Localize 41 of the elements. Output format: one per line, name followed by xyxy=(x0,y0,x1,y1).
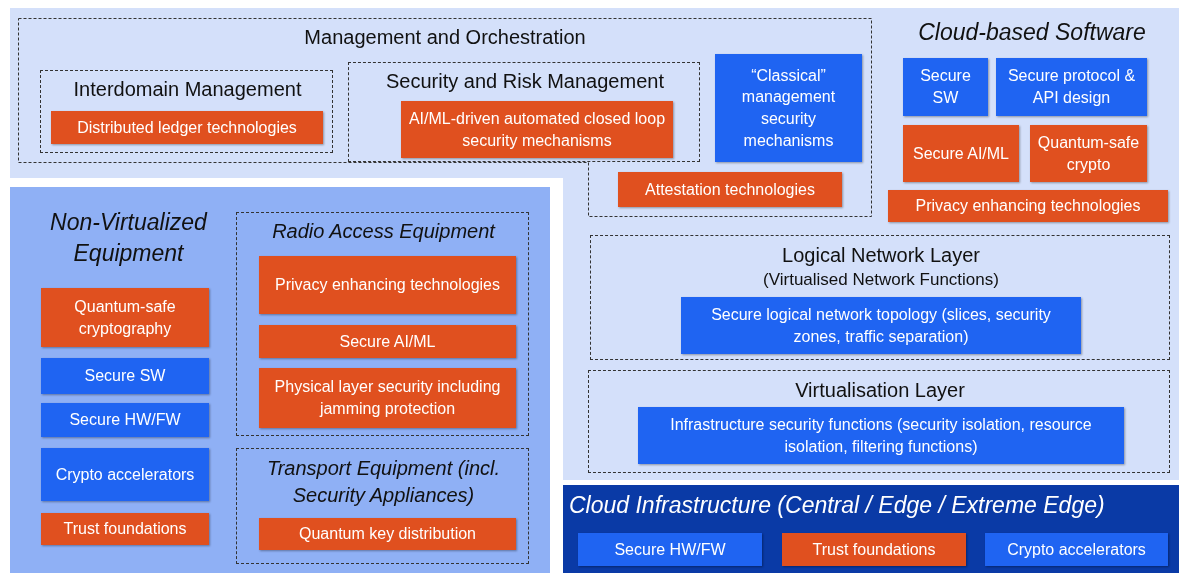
group-heading: Logical Network Layer xyxy=(781,243,981,268)
technology-tile: Secure SW xyxy=(41,358,209,394)
group-heading: Non-Virtualized Equipment xyxy=(49,208,209,269)
group-heading: Radio Access Equipment xyxy=(271,219,497,244)
technology-tile: Trust foundations xyxy=(782,533,966,566)
technology-tile: Secure logical network topology (slices, security zones, traffic separation) xyxy=(681,297,1081,354)
technology-tile: Secure HW/FW xyxy=(41,403,209,437)
group-heading: Interdomain Management xyxy=(72,77,303,102)
technology-tile: Physical layer security including jamming protection xyxy=(259,368,516,428)
technology-tile: Quantum key distribution xyxy=(259,518,516,550)
technology-tile: Attestation technologies xyxy=(618,172,842,207)
group-heading: Cloud-based Software xyxy=(917,18,1147,47)
group-heading: Transport Equipment (incl. Security Appliances) xyxy=(265,456,502,508)
technology-tile: Secure SW xyxy=(903,58,988,116)
group-frame xyxy=(348,62,700,162)
group-heading: Virtualisation Layer xyxy=(794,378,966,403)
group-heading: Security and Risk Management xyxy=(385,69,665,94)
technology-tile: AI/ML-driven automated closed loop security mechanisms xyxy=(401,101,673,158)
group-frame xyxy=(236,212,529,436)
group-heading: Management and Orchestration xyxy=(303,25,587,50)
technology-tile: “Classical” management security mechanisms xyxy=(715,54,862,162)
technology-tile: Trust foundations xyxy=(41,513,209,545)
infrastructure-panel xyxy=(563,485,1179,573)
group-frame xyxy=(590,235,1170,360)
technology-tile: Crypto accelerators xyxy=(41,448,209,501)
technology-tile: Secure AI/ML xyxy=(259,325,516,358)
group-frame xyxy=(40,70,333,153)
group-frame xyxy=(236,448,529,564)
technology-tile: Secure HW/FW xyxy=(578,533,762,566)
technology-tile: Crypto accelerators xyxy=(985,533,1168,566)
technology-tile: Secure protocol & API design xyxy=(996,58,1147,116)
technology-tile: Distributed ledger technologies xyxy=(51,111,323,144)
technology-tile: Privacy enhancing technologies xyxy=(259,256,516,314)
technology-tile: Quantum-safe cryptography xyxy=(41,288,209,347)
technology-tile: Secure AI/ML xyxy=(903,125,1019,182)
technology-tile: Quantum-safe crypto xyxy=(1030,125,1147,182)
technology-tile: Infrastructure security functions (security isolation, resource isolation, filtering functions) xyxy=(638,407,1124,464)
group-heading: Cloud Infrastructure (Central / Edge / Extreme Edge) xyxy=(569,491,1106,520)
group-subheading: (Virtualised Network Functions) xyxy=(762,269,1000,291)
technology-tile: Privacy enhancing technologies xyxy=(888,190,1168,222)
group-frame xyxy=(588,370,1170,473)
